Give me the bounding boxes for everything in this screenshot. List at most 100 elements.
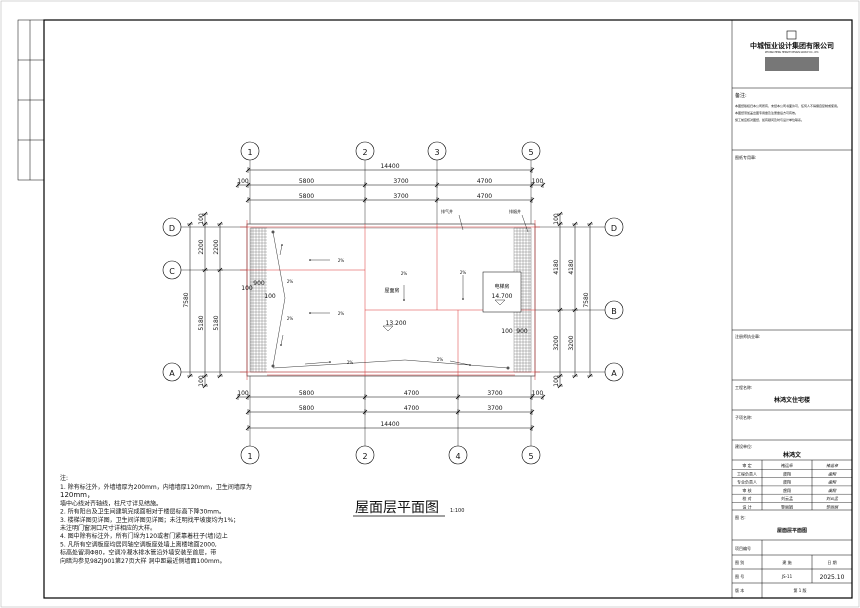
drawing-no-label: 图 号: [735, 573, 744, 579]
drawing-name: 屋面层平面图: [777, 527, 807, 534]
dimension-tick: [434, 182, 440, 188]
dimension-text: 5800: [299, 405, 314, 412]
axis-bubble: [448, 445, 468, 465]
dimension-tick: [245, 182, 251, 188]
axis-bubble: [521, 141, 541, 161]
arrow-head-icon: [403, 299, 405, 301]
arrow-head-icon: [281, 244, 283, 246]
notes-heading: 注:: [60, 474, 68, 482]
dimension-tick: [529, 394, 535, 400]
dimension-text: 100: [553, 375, 560, 387]
roof-drain-icon: [271, 364, 275, 368]
dimension-text: 2200: [198, 239, 205, 254]
version-label: 版 本: [735, 587, 744, 593]
dimension-tick: [362, 394, 368, 400]
signoff-role: 工程负责人: [737, 470, 757, 476]
dimension-tick: [529, 425, 535, 431]
dimension-tick: [217, 221, 223, 227]
signoff-signature: 虞翔: [828, 471, 837, 476]
dimension-text: 3200: [568, 335, 575, 350]
dimension-tick: [245, 394, 251, 400]
axis-bubble: [355, 445, 375, 465]
dimension-text: 4700: [477, 193, 492, 200]
drawing-name-label: 图 名:: [735, 514, 746, 520]
inner-dim: 900: [516, 328, 528, 335]
dimension-text: 14400: [380, 163, 399, 170]
dimension-text: 3700: [393, 193, 408, 200]
slope-label: 2%: [338, 311, 345, 316]
axis-label: A: [611, 369, 617, 378]
category-label: 图 别: [735, 559, 744, 565]
dimension-text: 5800: [299, 178, 314, 185]
dimension-tick: [202, 373, 208, 379]
note-line: 4. 图中除有标注外，所有门垛为120或者门紧靠着柱子(墙)边上: [60, 532, 228, 540]
dimension-text: 2200: [213, 239, 220, 254]
plan-title: 屋面层平面图: [355, 500, 439, 516]
dimension-tick: [245, 167, 251, 173]
arrow-head-icon: [329, 361, 331, 363]
axis-bubble: [240, 141, 260, 161]
arrow-head-icon: [280, 344, 282, 346]
dimension-text: 5800: [299, 390, 314, 397]
note-line: 标高处留洞Φ80，空调冷凝水排水管沿外墙安装至首层，带: [60, 549, 216, 557]
dimension-text: 14400: [380, 421, 399, 428]
axis-label: C: [169, 267, 175, 276]
client-label: 建设单位:: [735, 443, 752, 449]
shaft-label: 排烟井: [509, 208, 521, 214]
slope-label: 2%: [287, 279, 294, 284]
note-line: 未注明门窗洞口尺寸详相应的大样。: [60, 524, 156, 532]
axis-label: 2: [362, 148, 367, 157]
slope-arrow-icon: [279, 244, 283, 256]
dimension-text: 100: [553, 213, 560, 225]
signoff-signature: 刘云孟: [826, 496, 839, 501]
slope-label: 2%: [287, 316, 294, 321]
dimension-tick: [540, 394, 546, 400]
dimension-tick: [587, 221, 593, 227]
dimension-tick: [202, 221, 208, 227]
signoff-name: 虞翔: [783, 487, 791, 493]
dimension-tick: [455, 394, 461, 400]
note-line: 120mm，: [60, 491, 94, 499]
slope-label: 2%: [347, 360, 354, 365]
arrow-head-icon: [309, 312, 311, 314]
dimension-text: 100: [237, 390, 249, 397]
note-line: 2. 所有阳台及卫生间建筑完成面相对于楼层标高下降30mm。: [60, 508, 225, 516]
stamp-label: 图纸专用章:: [735, 154, 756, 160]
dimension-text: 100: [532, 390, 544, 397]
dimension-tick: [572, 307, 578, 313]
leader-line: [458, 214, 464, 231]
dimension-tick: [235, 182, 241, 188]
left-binding-strip: [17, 19, 45, 181]
drawing-no: JS-11: [781, 574, 793, 579]
drainage-ridge-line: [272, 231, 286, 367]
dimension-text: 100: [198, 375, 205, 387]
dimension-text: 4700: [404, 405, 419, 412]
date-label: 日 期: [827, 559, 836, 565]
axis-label: 5: [528, 452, 533, 461]
stair-room-label: 屋面房: [384, 287, 399, 294]
elevation-triangle-icon: [382, 325, 394, 332]
axis-bubble: [240, 445, 260, 465]
dimension-tick: [557, 383, 563, 389]
dimension-text: 3700: [487, 390, 502, 397]
axis-bubble: [604, 362, 624, 382]
axis-bubble: [162, 362, 182, 382]
dimension-tick: [202, 383, 208, 389]
slope-label: 2%: [460, 270, 467, 275]
dimension-tick: [362, 182, 368, 188]
dimension-tick: [557, 221, 563, 227]
dimension-text: 4180: [568, 259, 575, 274]
dimension-tick: [455, 409, 461, 415]
arrow-head-icon: [462, 298, 464, 300]
axis-bubble: [162, 260, 182, 280]
signoff-table: 审 定褚运卓褚运卓工程负责人虞翔虞翔专业负责人虞翔虞翔审 核虞翔虞翔校 对刘云孟…: [732, 462, 852, 510]
inner-dim: 100: [501, 328, 513, 335]
dimension-text: 4180: [553, 259, 560, 274]
dimension-tick: [434, 197, 440, 203]
dimension-text: 4700: [477, 178, 492, 185]
slope-label: 2%: [437, 357, 444, 362]
dimension-tick: [202, 267, 208, 273]
slope-arrow-icon: [449, 360, 471, 366]
